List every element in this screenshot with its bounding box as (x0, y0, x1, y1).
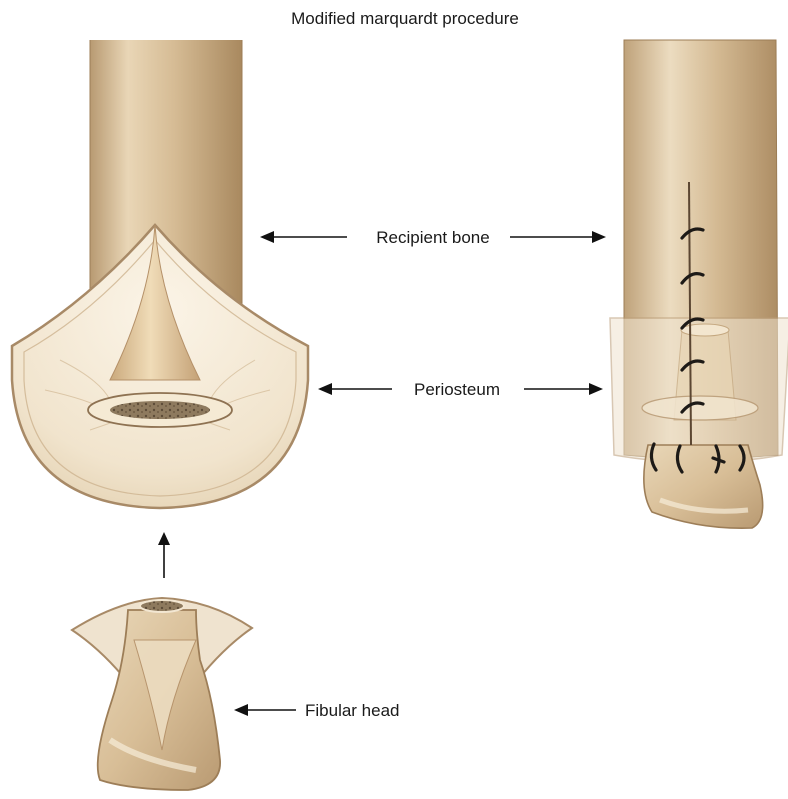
left-recipient-bone-figure (12, 40, 308, 508)
left-bone-marrow (110, 401, 210, 419)
periosteum-label-group: Periosteum (318, 380, 603, 399)
fibular-head-label-group: Fibular head (234, 701, 400, 720)
recipient-bone-label-group: Recipient bone (260, 228, 606, 247)
fibular-canal (140, 600, 184, 612)
right-bone-ring (642, 396, 758, 420)
periosteum-label: Periosteum (414, 380, 500, 399)
fibular-head-figure (72, 598, 252, 790)
recipient-bone-label: Recipient bone (376, 228, 489, 247)
right-sutured-figure (610, 40, 788, 528)
diagram-title: Modified marquardt procedure (291, 9, 519, 28)
up-arrow (158, 532, 170, 578)
fibular-head-label: Fibular head (305, 701, 400, 720)
